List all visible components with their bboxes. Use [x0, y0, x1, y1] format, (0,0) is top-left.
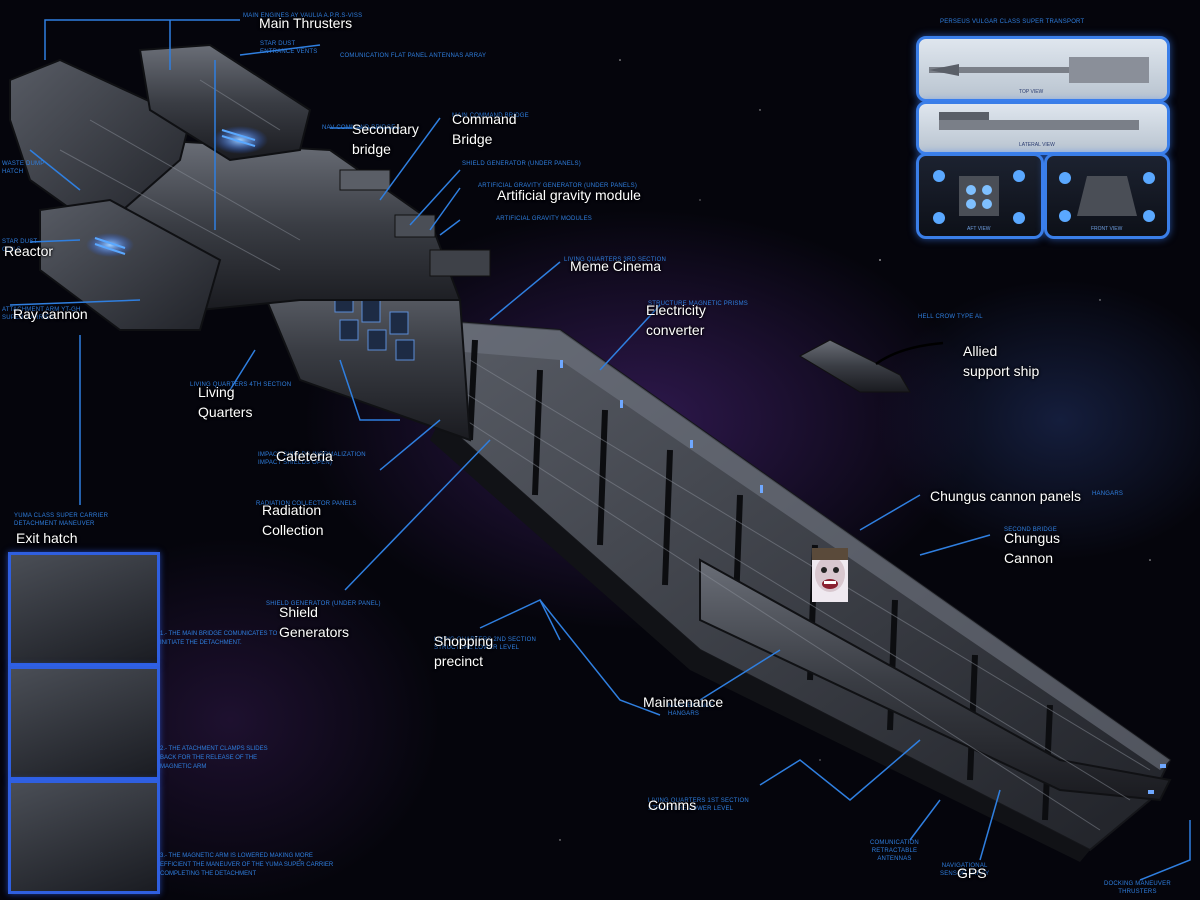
tech-shield-gen-panel: SHIELD GENERATOR (UNDER PANEL) [266, 601, 381, 607]
tech-main-engines: MAIN ENGINES AY VAULIA A.P.R.S-VISS [243, 13, 363, 19]
label-radiation-collection: Radiation Collection [262, 502, 324, 538]
tech-nav-sensor: NAVIGATIONAL SENSOR ARRAY [940, 863, 990, 877]
top-view-panel: TOP VIEW [916, 36, 1170, 102]
tech-hell-crow: HELL CROW TYPE AL [918, 314, 983, 320]
label-artificial-gravity-module: Artificial gravity module [497, 187, 641, 203]
tech-structure-magnetic: STRUCTURE MAGNETIC PRISMS [648, 301, 749, 307]
label-shopping-precinct: Shopping precinct [434, 633, 494, 669]
label-main-thrusters: Main Thrusters [259, 15, 353, 31]
tech-maint-hangars: MAINTENANCE HANGARS [668, 703, 714, 717]
label-maintenance: Maintenance [643, 694, 724, 710]
aft-view-panel: AFT VIEW [916, 153, 1044, 239]
tech-nav-bridge: NAV COMMAND BRIDGE [322, 125, 396, 131]
stars [299, 59, 1151, 861]
tech-radiation-panels: RADIATION COLLECTOR PANELS [256, 501, 357, 507]
face-drawing [812, 548, 848, 602]
tech-comm-array: COMUNICATION FLAT PANEL ANTENNAS ARRAY [340, 53, 487, 59]
aft-view-drawing [933, 170, 1025, 224]
label-chungus-cannon-panels: Chungus cannon panels [930, 488, 1082, 504]
tech-shield-gen: SHIELD GENERATOR (UNDER PANELS) [462, 161, 581, 167]
label-shield-generators: Shield Generators [279, 604, 350, 640]
tech-hangars-top: HANGARS [1092, 491, 1124, 497]
top-view-drawing [929, 57, 1149, 83]
panel-title: PERSEUS VULGAR CLASS SUPER TRANSPORT [940, 19, 1085, 25]
label-reactor: Reactor [4, 243, 54, 259]
label-chungus-cannon: Chungus Cannon [1004, 530, 1061, 566]
detachment-step-3: 3.- THE MAGNETIC ARM IS LOWERED MAKING M… [160, 853, 334, 877]
label-living-quarters: Living Quarters [198, 384, 253, 420]
tech-main-bridge: MAIN COMMAND BRIDGE [452, 113, 529, 119]
label-allied-support-ship: Allied support ship [963, 343, 1040, 379]
tech-impact-shields: IMPACT SHIELDS (NORMALIZATION IMPACT SHI… [258, 452, 366, 466]
tech-grav-gen: ARTIFICIAL GRAVITY GENERATOR (UNDER PANE… [478, 183, 638, 189]
tech-living-1st: LIVING QUARTERS 1st SECTION STRUCTURE LO… [648, 798, 749, 812]
rear-body [9, 43, 491, 331]
tech-magnetic-arm: ATTACHMENT ARM YT-GH SUPER CARRIER [2, 307, 81, 321]
tech-living-2nd: LIVING QUARTERS 2nd SECTION STRUCTURE LO… [434, 637, 536, 651]
label-ray-cannon: Ray cannon [13, 306, 88, 322]
detachment-inset-3 [8, 780, 160, 894]
tech-docking-thrusters: DOCKING MANEUVER THRUSTERS [1104, 881, 1171, 895]
tech-star-dust-vents: STAR DUST ENTRANCE VENTS [260, 41, 318, 55]
main-hull [428, 318, 1172, 862]
tech-star-dust-coils: STAR DUST COILS [2, 239, 38, 253]
label-exit-hatch: Exit hatch [16, 530, 78, 546]
tech-comm-antennas: COMUNICATION RETRACTABLE ANTENNAS [870, 840, 919, 862]
top-view-label: TOP VIEW [1019, 89, 1044, 95]
sticker-face-icon [812, 548, 848, 602]
tech-living-4th: LIVING QUARTERS 4th SECTION [190, 382, 292, 388]
label-electricity-converter: Electricity converter [646, 302, 706, 338]
front-view-drawing [1059, 172, 1155, 222]
lateral-view-drawing [939, 112, 1139, 130]
label-cafeteria: Cafeteria [276, 448, 333, 464]
detachment-step-1: 1.- THE MAIN BRIDGE COMUNICATES TO INITI… [160, 631, 278, 646]
front-view-panel: FRONT VIEW [1044, 153, 1170, 239]
tech-second-bridge: SECOND BRIDGE [1004, 527, 1057, 533]
label-secondary-bridge: Secondary bridge [352, 121, 419, 157]
label-command-bridge: Command Bridge [452, 111, 517, 147]
leader-lines [9, 19, 1191, 881]
lateral-view-label: LATERAL VIEW [1019, 142, 1055, 148]
detachment-step-2: 2.- THE ATACHMENT CLAMPS SLIDES BACK FOR… [160, 746, 268, 770]
front-view-label: FRONT VIEW [1091, 226, 1123, 232]
lateral-view-panel: LATERAL VIEW [916, 101, 1170, 155]
tech-waste-dump: WASTE DUMP HATCH [2, 161, 45, 175]
allied-ship [798, 339, 944, 393]
tech-grav-modules: ARTIFICIAL GRAVITY MODULES [496, 216, 592, 222]
label-meme-cinema: Meme Cinema [570, 258, 662, 274]
aft-view-label: AFT VIEW [967, 226, 991, 232]
detachment-title: YUMA CLASS SUPER CARRIER DETACHMENT MANE… [14, 513, 109, 527]
label-gps: GPS [957, 865, 987, 881]
detachment-inset-2 [8, 666, 160, 780]
detachment-inset-1 [8, 552, 160, 666]
tech-living-3rd: LIVING QUARTERS 3rd SECTION [564, 257, 666, 263]
label-comms: Comms [648, 797, 697, 813]
